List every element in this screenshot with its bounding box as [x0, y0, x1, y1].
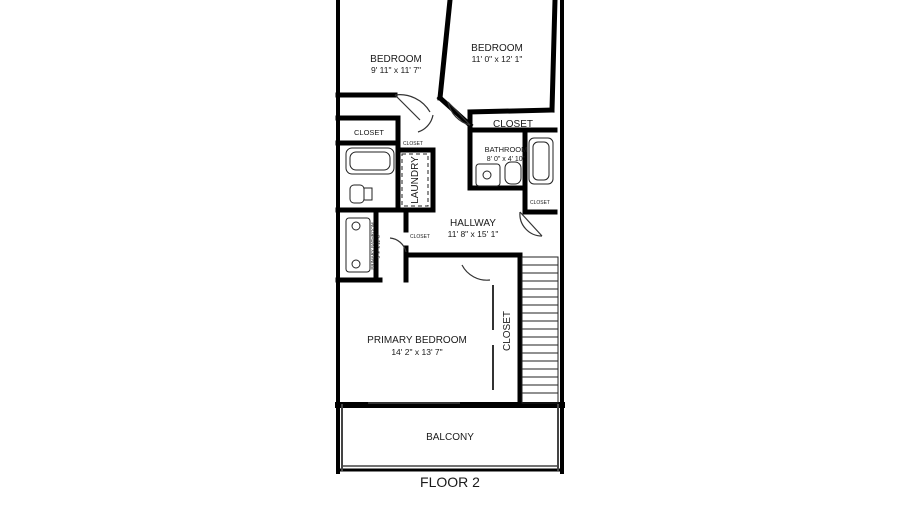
- closet-primary-label: CLOSET: [502, 311, 513, 351]
- closet-mid-small-label: CLOSET: [410, 234, 430, 240]
- primary-bedroom-dims: 14' 2" x 13' 7": [391, 347, 442, 357]
- bedroom-right-name: BEDROOM: [471, 43, 523, 54]
- hallway-dims: 11' 8" x 15' 1": [448, 229, 499, 239]
- closet-left-label: CLOSET: [354, 128, 384, 137]
- closet-right-small-label: CLOSET: [530, 200, 550, 206]
- balcony-label: BALCONY: [426, 432, 474, 443]
- fixtures: [345, 137, 554, 273]
- door-swings: [368, 94, 543, 404]
- closet-small-top-label: CLOSET: [403, 141, 423, 147]
- primary-bathroom-name: PRIMARY BATHROOM: [370, 222, 375, 270]
- closet-right-top-label: CLOSET: [493, 119, 533, 130]
- room-labels: BEDROOM 9' 11" x 11' 7" BEDROOM 11' 0" x…: [354, 43, 550, 490]
- laundry-label: LAUNDRY: [410, 156, 421, 204]
- bathroom-dims: 8' 0" x 4' 10": [487, 156, 526, 163]
- bedroom-left-dims: 9' 11" x 11' 7": [371, 65, 421, 75]
- bathroom-name: BATHROOM: [485, 145, 528, 154]
- floor-label: FLOOR 2: [420, 474, 480, 490]
- bedroom-right-dims: 11' 0" x 12' 1": [472, 54, 523, 64]
- staircase: [521, 256, 559, 404]
- bedroom-left-name: BEDROOM: [370, 54, 422, 65]
- hallway-name: HALLWAY: [450, 218, 496, 229]
- outer-walls: [335, 0, 565, 474]
- primary-bathroom-dims: 5' 9" x 12' 6": [376, 233, 381, 258]
- interior-walls: [335, 0, 558, 408]
- primary-bedroom-name: PRIMARY BEDROOM: [367, 335, 467, 346]
